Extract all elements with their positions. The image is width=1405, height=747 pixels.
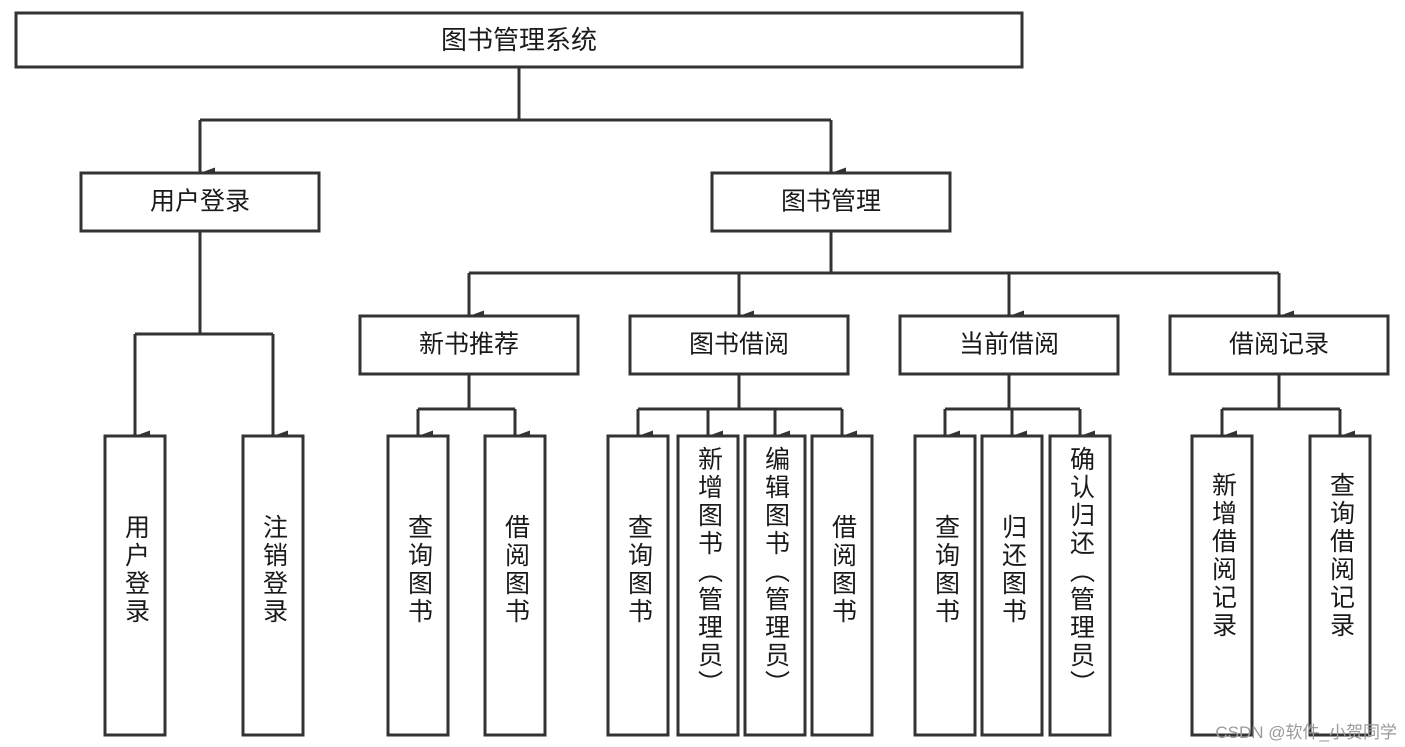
node-book-management[interactable]: 图书管理: [710, 171, 952, 233]
current-borrow-node-label: 当前借阅: [959, 331, 1059, 359]
leaf-box-user-login[interactable]: [103, 434, 167, 737]
node-new-book-recommend[interactable]: 新书推荐: [358, 314, 580, 376]
leaf-box-add-borrow-record[interactable]: [1190, 434, 1254, 737]
connectors-root-to-level2: [198, 67, 846, 179]
book-management-node-box[interactable]: [710, 171, 952, 233]
connectors-user-login-to-leaves: [133, 231, 288, 442]
leaf-node-boxes: [103, 434, 1372, 737]
connectors-new-book-recommend-to-leaves: [416, 374, 530, 442]
node-current-borrow[interactable]: 当前借阅: [898, 314, 1120, 376]
node-book-borrow[interactable]: 图书借阅: [628, 314, 850, 376]
borrow-record-node-box[interactable]: [1168, 314, 1390, 376]
leaf-box-query-book-2[interactable]: [606, 434, 670, 737]
connectors-current-borrow-to-leaves: [943, 374, 1095, 442]
book-borrow-node-label: 图书借阅: [689, 331, 789, 359]
book-management-node-label: 图书管理: [781, 188, 881, 216]
leaf-box-logout[interactable]: [241, 434, 305, 737]
node-borrow-record[interactable]: 借阅记录: [1168, 314, 1390, 376]
connectors-book-borrow-to-leaves: [636, 374, 857, 442]
current-borrow-node-box[interactable]: [898, 314, 1120, 376]
leaf-box-borrow-book-2[interactable]: [810, 434, 874, 737]
connectors-borrow-record-to-leaves: [1220, 374, 1355, 442]
leaf-box-query-book-3[interactable]: [913, 434, 977, 737]
borrow-record-node-label: 借阅记录: [1229, 331, 1329, 359]
leaf-box-add-book[interactable]: [676, 434, 740, 737]
leaf-box-return-book[interactable]: [980, 434, 1044, 737]
root-node-box[interactable]: [14, 11, 1024, 69]
user-login-node-box[interactable]: [79, 171, 321, 233]
new-book-recommend-node-label: 新书推荐: [419, 331, 519, 359]
leaf-box-borrow-book-1[interactable]: [483, 434, 547, 737]
leaf-box-confirm-return[interactable]: [1048, 434, 1112, 737]
connectors-book-management-to-level3: [467, 231, 1294, 322]
node-root-system[interactable]: 图书管理系统: [14, 11, 1024, 69]
user-login-node-label: 用户登录: [150, 188, 250, 216]
root-node-label: 图书管理系统: [441, 25, 597, 55]
new-book-recommend-node-box[interactable]: [358, 314, 580, 376]
leaf-box-query-borrow-record[interactable]: [1308, 434, 1372, 737]
node-user-login[interactable]: 用户登录: [79, 171, 321, 233]
leaf-box-query-book-1[interactable]: [386, 434, 450, 737]
leaf-box-edit-book[interactable]: [743, 434, 807, 737]
book-borrow-node-box[interactable]: [628, 314, 850, 376]
